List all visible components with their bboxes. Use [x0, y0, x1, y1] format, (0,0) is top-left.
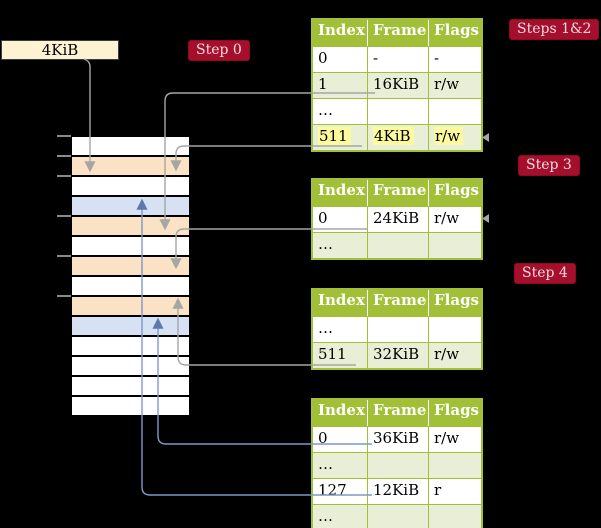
table-cell: r/w: [428, 73, 481, 98]
column-header-frame: Frame: [367, 400, 428, 426]
table-cell: 36KiB: [367, 427, 428, 452]
table-row: 511 4KiB r/w: [313, 124, 481, 150]
table-cell: 16KiB: [367, 73, 428, 98]
table-cell: …: [318, 235, 333, 253]
memory-frame-row-table: [71, 156, 190, 176]
memory-tick: [57, 135, 71, 137]
memory-tick: [57, 255, 71, 257]
memory-tick: [57, 295, 71, 297]
table-cell: 1: [318, 75, 328, 93]
table-cell: 511: [318, 345, 347, 363]
table-row: 0 --: [313, 46, 481, 72]
table-row: …: [313, 504, 481, 528]
memory-frame-row-table: [71, 216, 190, 236]
table-cell: [428, 233, 481, 258]
table-cell: 12KiB: [367, 479, 428, 504]
table-cell: …: [318, 455, 333, 473]
step-4-badge: Step 4: [514, 263, 576, 284]
table-cell: [428, 317, 481, 342]
memory-frame-row-free: [71, 276, 190, 296]
table-cell: [367, 317, 428, 342]
memory-frame-row-table: [71, 296, 190, 316]
table-cell: …: [318, 319, 333, 337]
table-cell: [367, 99, 428, 124]
table-cell: …: [318, 101, 333, 119]
table-cell: [367, 505, 428, 528]
column-header-index: Index: [318, 291, 365, 309]
column-header-flags: Flags: [428, 400, 481, 426]
memory-tick: [57, 175, 71, 177]
table-row: …: [313, 232, 481, 258]
table-cell: -: [367, 47, 428, 72]
memory-frame-row-free: [71, 356, 190, 376]
clipped-arrow-stub-table2: [482, 214, 489, 223]
table-cell: [367, 453, 428, 478]
memory-frame-row-page: [71, 316, 190, 336]
memory-frame-row-free: [71, 376, 190, 396]
table-row: …: [313, 316, 481, 342]
table-cell: 0: [318, 209, 328, 227]
column-header-index: Index: [318, 181, 365, 199]
memory-frame-row-table: [71, 256, 190, 276]
column-header-flags: Flags: [428, 20, 481, 46]
column-header-flags: Flags: [428, 180, 481, 206]
column-header-frame: Frame: [367, 290, 428, 316]
memory-tick: [57, 215, 71, 217]
memory-frame-row-page: [71, 196, 190, 216]
step-3-badge: Step 3: [518, 155, 580, 176]
physical-memory-column: [71, 136, 190, 416]
table-cell: r/w: [428, 125, 481, 150]
memory-frame-row-free: [71, 396, 190, 416]
highlighted-value: r/w: [434, 127, 464, 145]
memory-frame-row-free: [71, 176, 190, 196]
table-cell: [367, 233, 428, 258]
cr3-frame-box: 4KiB: [1, 40, 119, 60]
column-header-flags: Flags: [428, 290, 481, 316]
highlighted-value: 511: [318, 127, 351, 145]
clipped-arrow-stub-table1: [482, 133, 489, 142]
table-cell: …: [318, 507, 333, 525]
table-cell: 511: [313, 125, 367, 150]
table-cell: r/w: [428, 343, 481, 368]
table-cell: r: [428, 479, 481, 504]
table-cell: 127: [318, 481, 347, 499]
table-cell: [428, 505, 481, 528]
memory-frame-row-free: [71, 336, 190, 356]
table-cell: [428, 453, 481, 478]
memory-frame-row-free: [71, 236, 190, 256]
column-header-index: Index: [318, 21, 365, 39]
column-header-frame: Frame: [367, 20, 428, 46]
column-header-index: Index: [318, 401, 365, 419]
table-cell: 24KiB: [367, 207, 428, 232]
steps-1-2-badge: Steps 1&2: [509, 19, 600, 40]
table-cell: -: [428, 47, 481, 72]
table-cell: 4KiB: [367, 125, 428, 150]
table-cell: 0: [318, 429, 328, 447]
table-cell: [428, 99, 481, 124]
table-cell: 32KiB: [367, 343, 428, 368]
table-cell: r/w: [428, 427, 481, 452]
memory-frame-row-free: [71, 136, 190, 156]
step-0-badge: Step 0: [188, 40, 250, 61]
table-row: …: [313, 98, 481, 124]
column-header-frame: Frame: [367, 180, 428, 206]
highlighted-value: 4KiB: [373, 127, 414, 145]
memory-tick: [57, 155, 71, 157]
table-cell: r/w: [428, 207, 481, 232]
table-row: …: [313, 452, 481, 478]
table-cell: 0: [318, 49, 328, 67]
